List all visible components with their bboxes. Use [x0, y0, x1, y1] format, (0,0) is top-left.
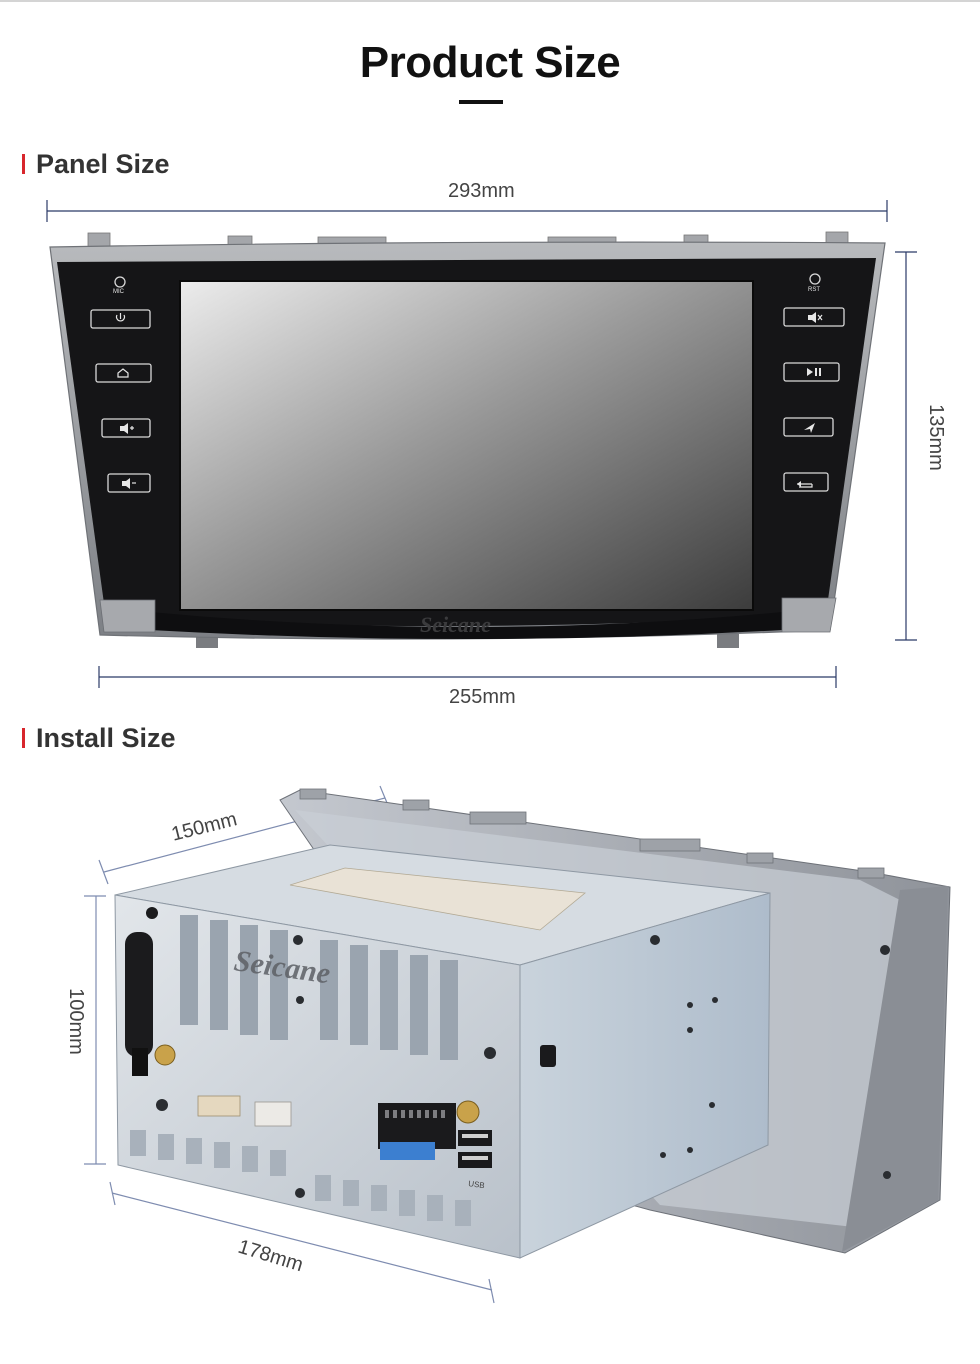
panel-width-top-label: 293mm [448, 180, 515, 202]
usb-ports [458, 1130, 492, 1168]
power-icon [115, 313, 126, 322]
reset-icon [809, 273, 821, 285]
heading-accent-bar [22, 154, 25, 174]
panel-left-icons: MIC [113, 289, 136, 489]
svg-text:USB: USB [468, 1179, 486, 1190]
vent-slots [180, 915, 458, 1060]
navigation-icon [804, 423, 815, 433]
pin-header [254, 1101, 292, 1127]
play-pause-icon [807, 368, 821, 376]
panel-left-buttons [90, 276, 152, 493]
screw-holes [156, 935, 891, 1198]
volume-down-button [107, 473, 151, 493]
install-height-dimension-line [84, 895, 106, 1165]
panel-size-heading-text: Panel Size [36, 148, 170, 179]
mute-button [783, 307, 845, 327]
top-divider [0, 0, 980, 2]
usb-port-label: USB [468, 1179, 486, 1190]
panel-brand-logo: Seicane [420, 612, 491, 637]
panel-width-top-dimension-line [46, 200, 888, 222]
head-unit-panel [49, 231, 886, 648]
power-button [90, 309, 151, 329]
install-size-heading: Install Size [22, 721, 176, 755]
panel-width-bottom-label: 255mm [449, 686, 516, 708]
play-pause-button [783, 362, 840, 382]
panel-height-dimension-line [895, 251, 917, 641]
mic-icon [114, 276, 126, 288]
volume-up-icon [120, 423, 134, 434]
bottom-vent-row [130, 1130, 471, 1226]
head-unit-chassis [114, 788, 951, 1259]
mic-label: MIC [113, 289, 125, 295]
mute-icon [808, 312, 823, 323]
reset-label: RST [808, 287, 820, 293]
panel-right-buttons [783, 273, 845, 492]
back-icon [797, 481, 813, 488]
panel-width-bottom-dimension-line [98, 666, 837, 688]
title-underline [459, 100, 503, 104]
home-icon [117, 368, 129, 378]
panel-size-heading: Panel Size [22, 147, 170, 181]
home-button [95, 363, 152, 383]
heading-accent-bar [22, 728, 25, 748]
install-width-dimension-line [109, 1181, 495, 1304]
volume-up-button [101, 418, 151, 438]
page-title: Product Size [359, 38, 621, 87]
back-button [783, 472, 829, 492]
antenna [125, 907, 176, 1076]
side-slot [540, 1045, 556, 1067]
install-size-heading-text: Install Size [36, 722, 176, 753]
volume-down-icon [122, 478, 136, 489]
navigation-button [783, 417, 834, 437]
svg-text:Seicane: Seicane [420, 612, 491, 637]
aux-header [197, 1095, 241, 1117]
wiring-connector [378, 1103, 456, 1160]
gps-connector [456, 1100, 480, 1124]
panel-right-icons: RST [797, 287, 823, 488]
